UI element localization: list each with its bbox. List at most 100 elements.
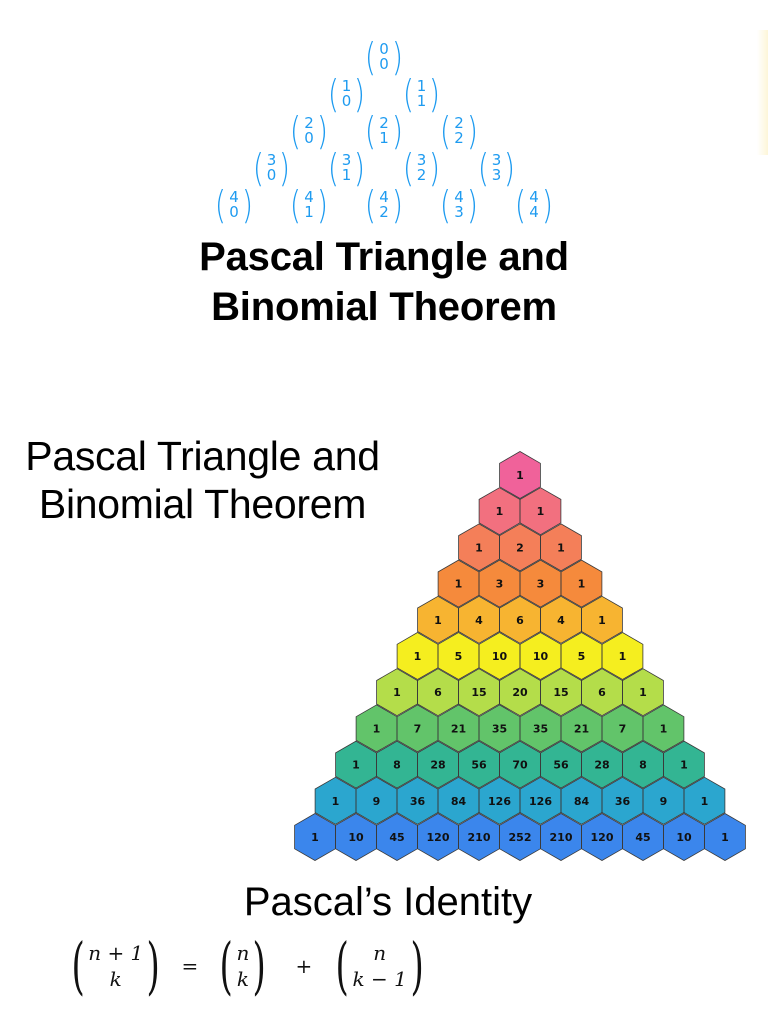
hex-cell: [540, 595, 582, 644]
hex-cell: [581, 595, 623, 644]
binomial-bottom: 0: [379, 55, 389, 73]
hex-cell-value: 1: [701, 795, 709, 808]
hex-cell-value: 84: [574, 795, 590, 808]
hex-cell: [683, 776, 726, 825]
binomial-top: 2: [304, 114, 314, 132]
edge-artifact: [757, 30, 768, 155]
hex-cell: [478, 487, 521, 536]
hex-cell: [499, 668, 541, 717]
hex-cell: [376, 813, 418, 861]
binomial-top: 4: [529, 188, 539, 206]
hex-cell: [704, 813, 746, 861]
hex-cell-value: 36: [410, 795, 426, 808]
hex-cell: [519, 704, 562, 753]
hex-cell-value: 84: [451, 795, 467, 808]
hex-cell-value: 21: [574, 722, 589, 735]
hex-cell: [601, 632, 644, 680]
binomial-bottom: 0: [304, 129, 314, 147]
formula-lhs-bottom: k: [109, 967, 122, 991]
hex-cell-value: 1: [516, 469, 524, 482]
binomial-top: 3: [266, 151, 277, 169]
binomial-top: 4: [454, 188, 464, 206]
hex-cell: [458, 668, 500, 717]
hex-cell: [519, 487, 562, 536]
left-title-line1: Pascal Triangle and: [25, 433, 380, 479]
left-title-line2: Binomial Theorem: [38, 481, 367, 527]
hex-cell: [437, 776, 480, 825]
hex-cell-value: 120: [427, 831, 450, 844]
binomial-top: 2: [379, 114, 389, 132]
hex-cell-value: 2: [516, 541, 524, 554]
hex-cell-value: 6: [598, 686, 606, 699]
hex-cell-value: 15: [553, 686, 568, 699]
hex-cell-value: 45: [389, 831, 404, 844]
top-title-line1: Pascal Triangle and: [199, 235, 569, 279]
binomial-bottom: 0: [266, 166, 277, 184]
binomial-top: 4: [379, 188, 389, 206]
hex-cell: [417, 813, 459, 861]
formula-term2: ( n k − 1 ): [335, 929, 424, 1002]
hex-cell-value: 3: [537, 578, 545, 591]
binomial-top: 1: [341, 77, 352, 95]
hex-cell: [499, 813, 541, 861]
identity-title-text: Pascal’s Identity: [243, 880, 533, 924]
hex-cell: [355, 776, 398, 825]
hex-cell-value: 1: [434, 614, 442, 627]
hex-cell: [663, 740, 705, 789]
formula-plus: +: [295, 954, 313, 978]
hex-cell-value: 7: [414, 722, 422, 735]
binomial-bottom: 2: [416, 166, 427, 184]
hex-cell-value: 3: [496, 578, 504, 591]
hex-cell-value: 1: [414, 650, 422, 663]
hex-cell: [396, 776, 439, 825]
hex-cell-value: 35: [533, 722, 548, 735]
hex-cell-value: 126: [488, 795, 511, 808]
pascal-identity-formula: ( n + 1 k ) = ( n k ) + ( n k − 1 ): [66, 934, 429, 998]
hex-cell-value: 1: [332, 795, 340, 808]
hex-cell-value: 1: [578, 578, 586, 591]
binomial-top: 3: [341, 151, 352, 169]
binomial-bottom: 4: [529, 203, 539, 221]
hex-cell-value: 10: [533, 650, 549, 663]
hex-cell-value: 21: [451, 722, 466, 735]
binomial-bottom: 0: [341, 92, 352, 110]
identity-title: Pascal’s Identity: [0, 878, 768, 926]
hex-cell: [560, 632, 603, 680]
hex-cell-value: 120: [591, 831, 614, 844]
hex-cell: [294, 813, 336, 861]
hex-cell-value: 8: [393, 759, 401, 772]
hex-cell-value: 1: [393, 686, 401, 699]
binomial-bottom: 3: [491, 166, 502, 184]
binomial-top: 3: [416, 151, 427, 169]
hex-cell-value: 210: [550, 831, 573, 844]
hex-cell: [417, 595, 459, 644]
hex-cell-value: 36: [615, 795, 631, 808]
hex-cell: [437, 704, 480, 753]
hex-cell: [478, 632, 521, 680]
hex-cell-value: 15: [471, 686, 486, 699]
hex-cell: [663, 813, 705, 861]
hex-cell: [458, 740, 500, 789]
hex-cell: [458, 595, 500, 644]
binomial-bottom: 1: [304, 203, 314, 221]
hex-cell-value: 1: [475, 541, 483, 554]
hex-cell: [519, 776, 562, 825]
hex-cell-value: 1: [352, 759, 360, 772]
hex-cell-value: 56: [471, 759, 487, 772]
hex-cell: [458, 523, 500, 572]
hex-cell: [540, 740, 582, 789]
hex-cell: [560, 704, 603, 753]
binomial-bottom: 1: [379, 129, 389, 147]
hex-cell-value: 8: [639, 759, 647, 772]
hex-cell-value: 252: [509, 831, 532, 844]
hex-cell: [601, 776, 644, 825]
